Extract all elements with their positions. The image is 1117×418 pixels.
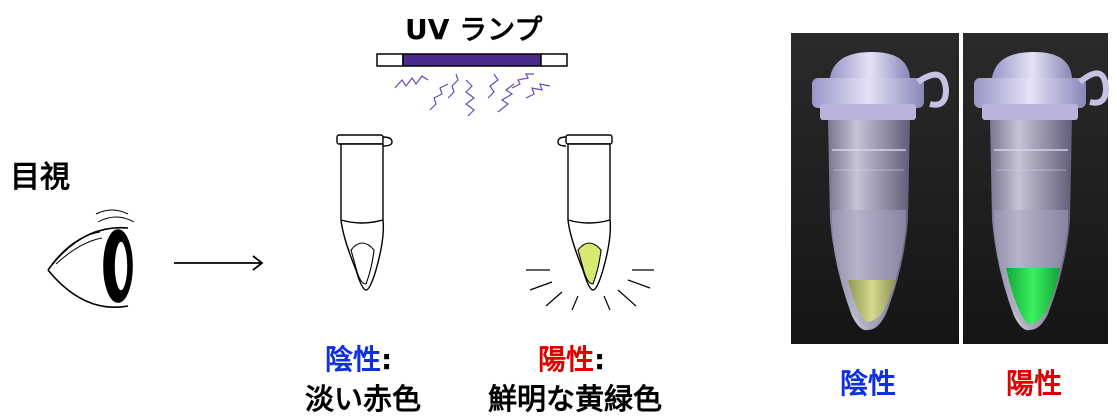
- photo-positive: [963, 33, 1110, 344]
- positive-green-liquid: [1006, 268, 1060, 324]
- positive-tube-drawing: [557, 134, 613, 291]
- positive-label: 陽性: [538, 343, 595, 376]
- positive-colon: :: [594, 343, 606, 376]
- uv-rays: [394, 73, 551, 117]
- positive-heading: 陽性:: [538, 338, 605, 378]
- negative-description: 淡い赤色: [305, 382, 422, 416]
- photo-negative: [791, 33, 959, 344]
- glow-lines: [526, 269, 654, 311]
- arrow-right-icon: [174, 255, 264, 271]
- negative-heading: 陰性:: [325, 338, 392, 378]
- positive-description: 鮮明な黄緑色: [488, 382, 663, 416]
- visual-inspection-label: 目視: [10, 160, 70, 195]
- negative-colon: :: [381, 343, 393, 376]
- negative-label: 陰性: [325, 343, 382, 376]
- photo-negative-caption: 陰性: [840, 367, 897, 400]
- positive-liquid-drawing: [577, 242, 602, 285]
- photo-positive-caption: 陽性: [1006, 367, 1063, 400]
- eye-icon: [47, 209, 135, 308]
- uv-lamp-tube: [402, 53, 542, 67]
- negative-tube-drawing: [336, 134, 393, 291]
- uv-lamp-title: UV ランプ: [405, 13, 543, 46]
- uv-lamp: [376, 53, 568, 67]
